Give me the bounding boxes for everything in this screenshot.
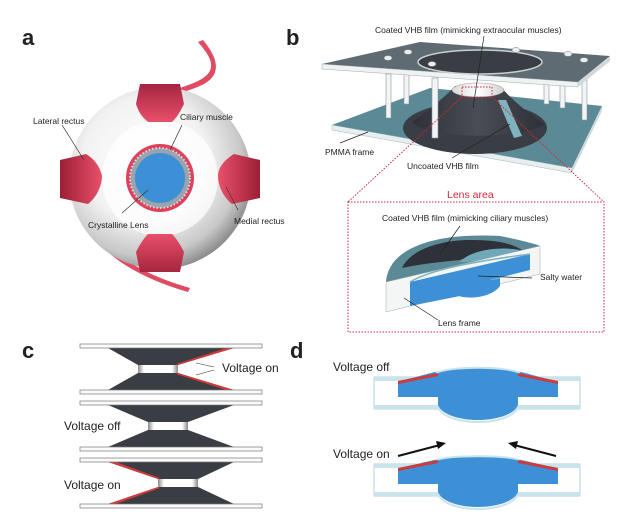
label-coated-extraocular: Coated VHB film (mimicking extraocular m…	[375, 25, 562, 35]
label-lens-frame: Lens frame	[438, 318, 481, 328]
panel-letter-c: c	[22, 338, 34, 363]
label-lateral-rectus: Lateral rectus	[33, 116, 85, 126]
leader-pmma-frame	[339, 131, 369, 144]
arrow-left-shaft	[397, 444, 441, 457]
lens-cross-section	[385, 235, 541, 313]
vhb-film-upper	[108, 348, 234, 365]
electrode-right	[518, 373, 558, 384]
label-c-state-2: Voltage off	[64, 419, 121, 433]
lateral-rectus	[60, 154, 102, 204]
leader-lens-frame	[403, 297, 439, 321]
frame-plate-top	[79, 457, 263, 463]
arrow-right-shaft	[513, 444, 557, 457]
vhb-film-upper	[108, 462, 234, 479]
vhb-cone	[403, 86, 547, 154]
label-pmma-frame: PMMA frame	[325, 147, 374, 157]
crystalline-lens	[135, 153, 185, 203]
label-salty-water: Salty water	[540, 272, 582, 282]
electrode-lower	[176, 373, 234, 390]
center-gap	[138, 365, 178, 373]
lower-dome-membrane	[437, 406, 519, 423]
electrode-upper	[108, 462, 160, 479]
upper-dome-membrane	[435, 455, 521, 461]
label-c-state-3: Voltage on	[64, 478, 121, 492]
salty-water	[398, 456, 558, 507]
electrode-left	[398, 373, 438, 384]
label-uncoated-vhb: Uncoated VHB film	[407, 161, 479, 171]
electrode-upper	[176, 348, 234, 365]
leader-lateral-rectus	[61, 124, 85, 161]
frame-plate-bottom	[79, 389, 263, 395]
center-gap	[148, 422, 188, 430]
inferior-rectus	[136, 234, 184, 272]
salty-water	[398, 367, 558, 420]
superior-rectus	[136, 84, 184, 122]
label-c-state-1: Voltage on	[222, 361, 279, 375]
support-posts	[385, 73, 588, 139]
leader-medial-rectus	[225, 186, 239, 211]
panel-b: b	[286, 25, 610, 333]
upper-dome-membrane	[435, 366, 521, 374]
center-gap	[158, 479, 198, 487]
electrode-lower	[108, 487, 160, 504]
oblique-muscle-band-lower	[88, 223, 190, 292]
electrode-right	[518, 460, 558, 471]
c-state-2	[79, 400, 263, 452]
label-d-state-2: Voltage on	[333, 447, 390, 461]
arrow-left-head	[436, 441, 446, 449]
oblique-muscle-band	[170, 40, 216, 96]
leader-salty-water	[477, 275, 533, 279]
electrode-left	[398, 460, 438, 471]
panel-letter-b: b	[286, 25, 299, 50]
d-state-1	[373, 366, 581, 423]
panel-a: a Lateral rectus Ciliary muscle Crystall…	[22, 25, 285, 292]
arrow-right-head	[508, 441, 518, 449]
lower-dome-membrane	[437, 493, 519, 510]
vhb-film-upper	[108, 405, 234, 422]
label-coated-ciliary: Coated VHB film (mimicking ciliary muscl…	[382, 213, 548, 223]
label-d-state-1: Voltage off	[333, 360, 390, 374]
panel-letter-a: a	[22, 25, 35, 50]
vhb-film-lower	[108, 430, 234, 447]
cone-top-ring	[451, 82, 505, 98]
panel-d: d Voltage off Voltage on	[290, 338, 581, 510]
panel-letter-d: d	[290, 338, 303, 363]
c-state-1	[79, 343, 263, 395]
leader-ciliary-muscle	[169, 124, 183, 151]
label-crystalline-lens: Crystalline Lens	[88, 220, 148, 230]
frame-plate-bottom	[79, 446, 263, 452]
leader-voltage-on-upper	[195, 362, 215, 368]
uncoated-vhb-strip	[498, 100, 522, 138]
leader-voltage-on-lower	[195, 369, 215, 376]
panel-c: c Voltage on Voltage off Voltage on	[22, 338, 279, 509]
label-medial-rectus: Medial rectus	[234, 216, 285, 226]
label-lens-area: Lens area	[447, 189, 494, 201]
frame-plate-top	[79, 400, 263, 406]
lens-area-projection	[347, 86, 605, 333]
c-state-3	[79, 457, 263, 509]
leader-coated-extraocular	[472, 35, 485, 109]
vhb-film-lower	[108, 487, 234, 504]
leader-coated-ciliary	[439, 225, 461, 255]
frame-plate-bottom	[79, 503, 263, 509]
frame-plate-top	[79, 343, 263, 349]
leader-crystalline-lens	[121, 189, 149, 214]
leader-uncoated-vhb	[451, 123, 511, 159]
label-ciliary-muscle: Ciliary muscle	[180, 112, 233, 122]
top-pmma-plate	[321, 42, 610, 88]
d-state-2	[373, 441, 581, 510]
vhb-film-lower	[108, 373, 234, 390]
